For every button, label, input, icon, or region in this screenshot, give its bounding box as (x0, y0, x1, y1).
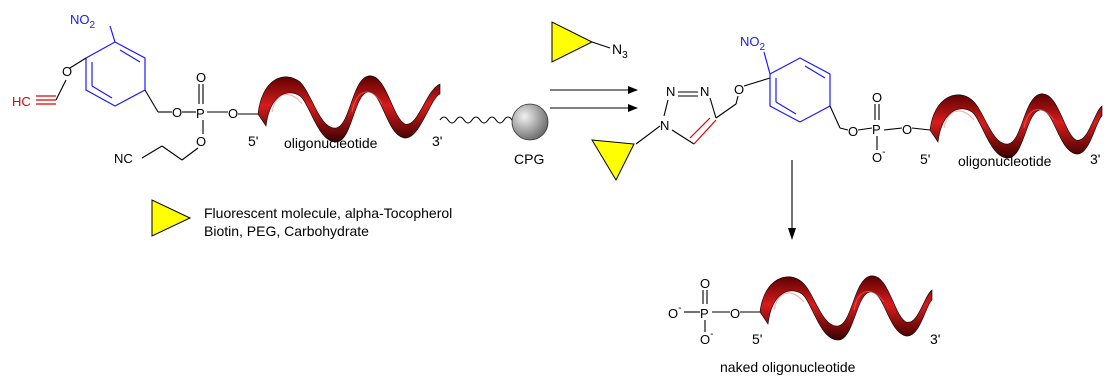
phosphorus-bottom: P (700, 306, 709, 321)
svg-text:N: N (700, 84, 709, 99)
payload-triangle-icon (151, 199, 192, 237)
phosphate-oxygen-5prime-left: O (228, 106, 238, 121)
nitro-label-right: NO2 (740, 34, 766, 53)
phosphate-oxygen-5prime-right: O (902, 122, 912, 137)
legend-line-2: Biotin, PEG, Carbohydrate (204, 223, 369, 239)
ether-oxygen-right: O (734, 82, 744, 97)
phosphoryl-oxygen-left: O (196, 70, 206, 85)
oligonucleotide-label-right: oligonucleotide (958, 153, 1052, 169)
anionic-oxygen-right: O- (872, 147, 885, 165)
three-prime-bottom: 3' (930, 331, 940, 347)
azide-reagent: N3 (551, 21, 628, 63)
nitrile-label: NC (114, 151, 133, 166)
phosphorus-right: P (872, 122, 881, 137)
triazole-ring: N N N (660, 84, 717, 145)
phosphorus-left: P (196, 106, 205, 121)
cleavage-arrow (788, 160, 796, 240)
three-prime-right: 3' (1090, 151, 1100, 167)
nitrobenzyl-ring-left (85, 41, 146, 107)
reaction-arrows (550, 86, 638, 112)
five-prime-right: 5' (920, 151, 930, 167)
phosphoryl-oxygen-bottom: O (700, 276, 710, 291)
cpg-label: CPG (514, 151, 544, 167)
anionic-oxygen-bottom: O- (700, 329, 713, 347)
anionic-oxygen-left: O- (668, 303, 681, 321)
nitro-label-left: NO2 (70, 12, 96, 31)
payload-triangle-icon (591, 139, 635, 182)
benzyl-oxygen-right: O (848, 124, 858, 139)
phosphoryl-oxygen-right: O (872, 90, 882, 105)
oligonucleotide-helix-left (257, 75, 441, 143)
linker-wave (439, 116, 521, 124)
starting-material: NO2 O HC O P O O O NC (12, 12, 549, 167)
five-prime-bottom: 5' (752, 331, 762, 347)
azide-label: N3 (612, 41, 628, 61)
benzyl-oxygen-left: O (172, 105, 182, 120)
cyanoethyl-oxygen: O (196, 134, 206, 149)
svg-text:N: N (660, 118, 669, 133)
oligonucleotide-helix-bottom (759, 275, 933, 341)
naked-oligonucleotide-label: naked oligonucleotide (720, 359, 856, 375)
oligonucleotide-helix-right (929, 93, 1103, 159)
five-prime-left: 5' (248, 133, 258, 149)
clicked-product: N N N O NO2 O P (591, 34, 1103, 182)
alkyne-label: HC (12, 94, 31, 109)
cpg-bead (511, 103, 549, 141)
ether-oxygen-left: O (62, 64, 72, 79)
legend: Fluorescent molecule, alpha-Tocopherol B… (151, 199, 452, 239)
phosphate-oxygen-bottom: O (730, 306, 740, 321)
legend-line-1: Fluorescent molecule, alpha-Tocopherol (204, 205, 452, 221)
nitrobenzyl-ring-right (769, 57, 831, 123)
naked-oligonucleotide-product: O- P O O- O 5' 3' naked oligonucleotide (668, 275, 940, 375)
oligonucleotide-label-left: oligonucleotide (284, 135, 378, 151)
three-prime-left: 3' (432, 133, 442, 149)
svg-text:N: N (666, 84, 675, 99)
payload-triangle-icon (551, 21, 594, 63)
